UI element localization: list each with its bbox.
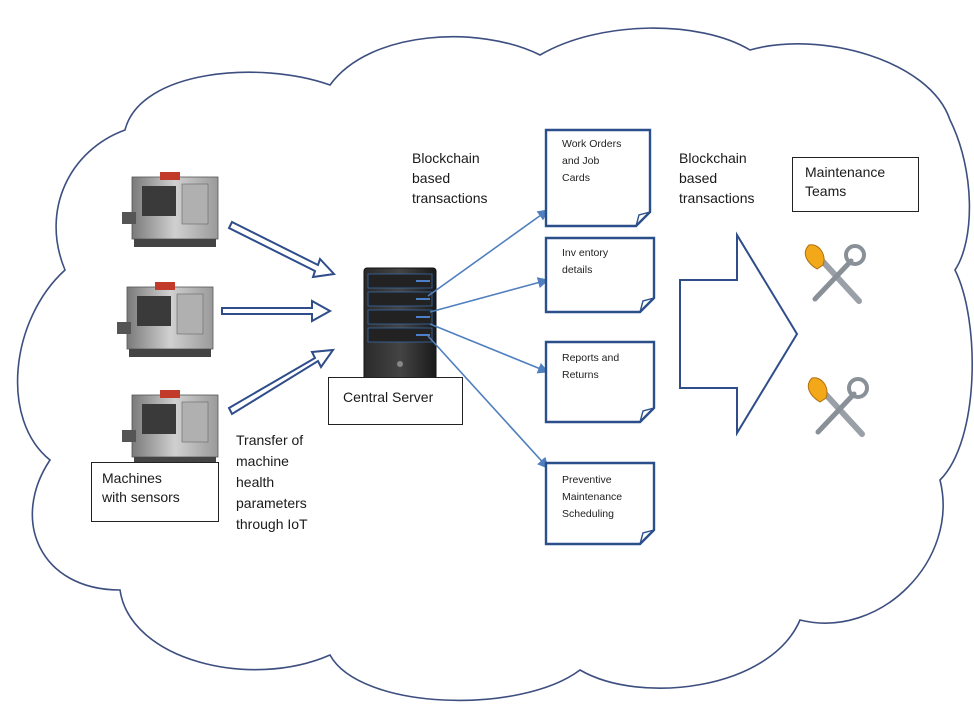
document-text-line: Scheduling — [562, 508, 614, 520]
machines-label-line: with sensors — [102, 489, 180, 505]
blockchain-label-line: Blockchain — [679, 150, 747, 166]
document-preventive — [544, 461, 656, 546]
arrow-to-preventive — [427, 335, 549, 469]
cnc-machine-icon — [122, 172, 219, 247]
document-text-line: Inv entory — [562, 247, 609, 259]
iot-label: Transfer of machine health parameters th… — [236, 430, 308, 535]
blockchain-label-line: based — [412, 170, 451, 186]
teams-label-box: Maintenance Teams — [792, 157, 919, 212]
blockchain-label-line: transactions — [412, 190, 488, 206]
cnc-machine-icon — [122, 390, 219, 465]
arrow-to-inventory — [429, 277, 550, 313]
blockchain-label-line: transactions — [679, 190, 755, 206]
cloud-outline — [16, 27, 974, 702]
document-inventory-text: Inv entory details — [562, 245, 608, 279]
document-text-line: Reports and — [562, 352, 620, 364]
document-work-orders-text: Work Orders and Job Cards — [562, 136, 621, 187]
blockchain-label-right: Blockchain based transactions — [679, 148, 754, 208]
document-text-line: details — [562, 264, 593, 276]
wrench-screwdriver-icon — [807, 377, 869, 437]
iot-label-line: through IoT — [236, 516, 308, 532]
server-label-box: Central Server — [328, 377, 463, 425]
document-preventive-text: Preventive Maintenance Scheduling — [562, 472, 622, 523]
iot-label-line: Transfer of — [236, 432, 304, 448]
teams-label-line: Teams — [805, 183, 847, 199]
document-reports-text: Reports and Returns — [562, 350, 619, 384]
document-text-line: Preventive — [562, 474, 612, 486]
document-work-orders — [544, 128, 652, 228]
hollow-arrow-middle — [221, 299, 333, 323]
document-text-line: Cards — [562, 172, 591, 184]
document-text-line: Maintenance — [562, 491, 623, 503]
block-arrow-right — [679, 231, 799, 437]
document-text-line: Returns — [562, 369, 599, 381]
blockchain-label-line: Blockchain — [412, 150, 480, 166]
hollow-arrow-top — [227, 220, 337, 279]
iot-label-line: health — [236, 474, 275, 490]
arrow-to-work-orders — [427, 209, 549, 297]
blockchain-label-left: Blockchain based transactions — [412, 148, 487, 208]
arrow-to-reports — [429, 323, 550, 374]
cnc-machine-icon — [117, 282, 214, 357]
hollow-arrow-bottom — [227, 348, 336, 416]
machines-label-line: Machines — [102, 470, 162, 486]
blockchain-label-line: based — [679, 170, 718, 186]
wrench-screwdriver-icon — [804, 244, 866, 304]
document-inventory — [544, 236, 656, 314]
document-reports — [544, 340, 656, 424]
iot-label-line: parameters — [236, 495, 307, 511]
teams-label-line: Maintenance — [805, 164, 886, 180]
document-text-line: and Job — [562, 155, 600, 167]
iot-label-line: machine — [236, 453, 289, 469]
server-tower-icon — [363, 267, 437, 387]
server-label: Central Server — [343, 389, 434, 405]
document-text-line: Work Orders — [562, 138, 622, 150]
machines-label-box: Machines with sensors — [91, 462, 219, 522]
